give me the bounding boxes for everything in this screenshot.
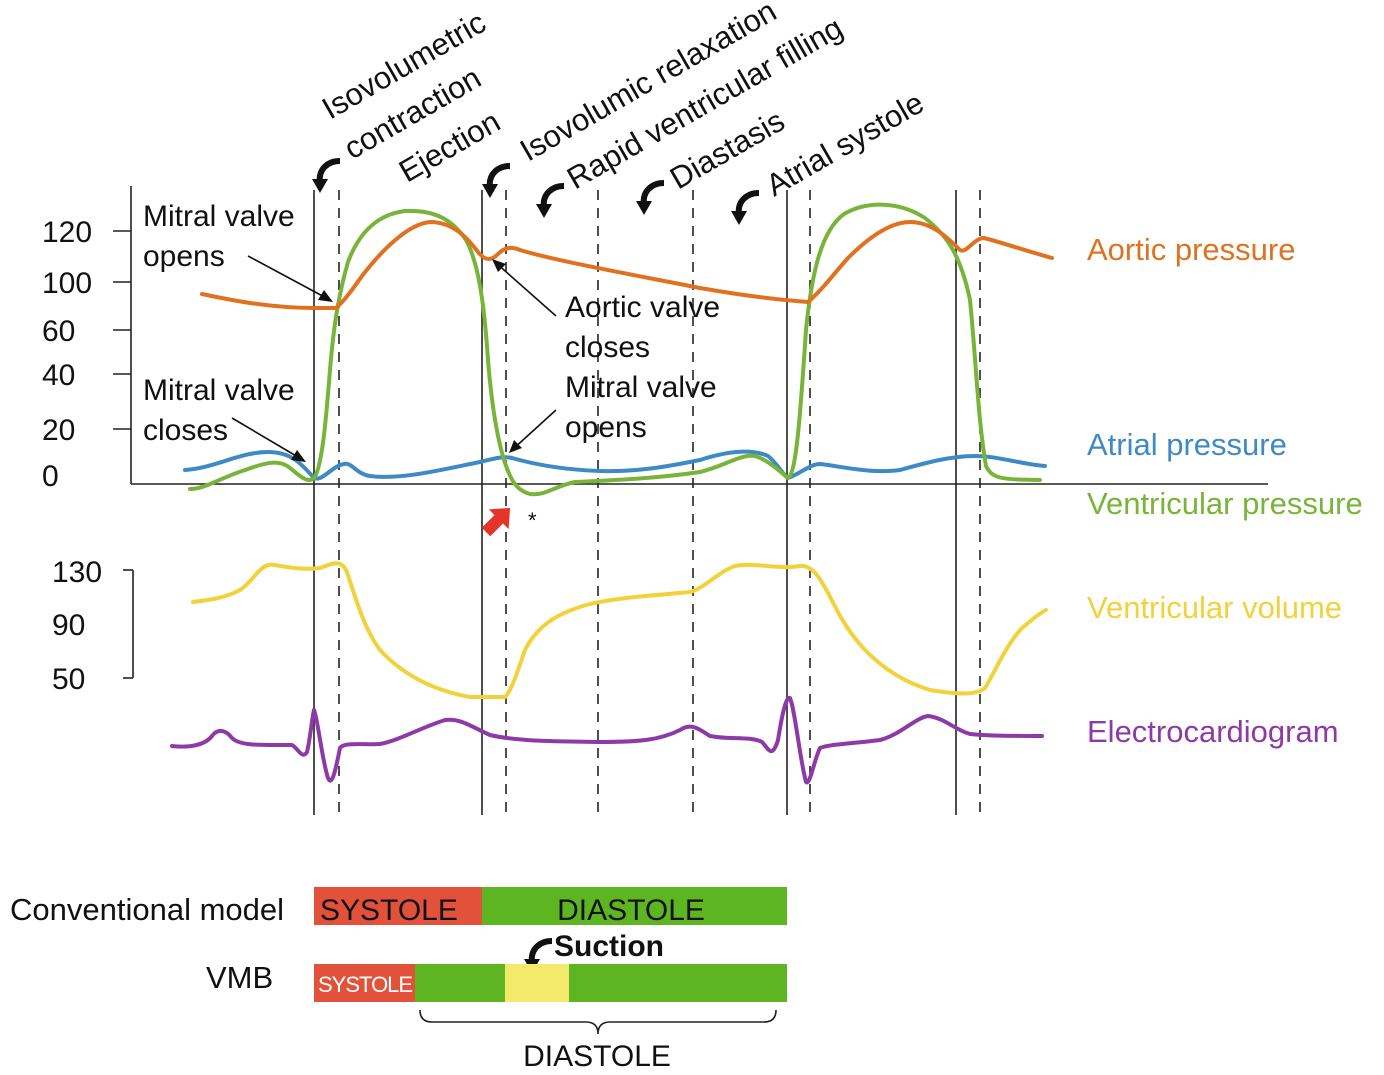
phase-dividers (313, 190, 981, 815)
volume-tick-labels: 130 90 50 (52, 556, 102, 696)
conventional-systole-segment (314, 887, 482, 925)
volume-tick-130: 130 (52, 556, 102, 589)
pressure-tick-40: 40 (42, 359, 75, 392)
curved-arrow-icon (536, 183, 565, 218)
pressure-tick-20: 20 (42, 414, 75, 447)
annotation-mitral-closes-line2: closes (143, 414, 228, 447)
annotation-mitral-opens-line2: opens (143, 240, 225, 273)
phase-arrows (312, 158, 760, 973)
vmb-systole-segment (314, 964, 415, 1002)
volume-axis (123, 569, 134, 679)
aortic-pressure-curve (200, 220, 1054, 310)
pressure-axis (113, 186, 1268, 485)
legend-ventricular-pressure: Ventricular pressure (1087, 486, 1363, 521)
conventional-model-label: Conventional model (10, 892, 284, 927)
diastole-bracket (419, 1009, 777, 1035)
pressure-tick-120: 120 (42, 216, 92, 249)
vmb-systole-text: SYSTOLE (318, 972, 412, 997)
annotation-mitral-closes-line1: Mitral valve (143, 374, 295, 407)
vmb-suction-text: Suction (554, 930, 664, 963)
annotation-mitral-opens-b-line2: opens (565, 411, 647, 444)
ventricular-pressure-curve (188, 202, 1042, 497)
ventricular-volume-curve (191, 561, 1048, 699)
atrial-pressure-curve (183, 449, 1047, 481)
vmb-diastole-text: DIASTOLE (523, 1040, 671, 1073)
conventional-diastole-segment (482, 887, 787, 925)
annotation-aortic-closes-line2: closes (565, 331, 650, 364)
annotation-mitral-opens-b-line1: Mitral valve (565, 371, 717, 404)
curved-arrow-icon (312, 158, 341, 193)
conventional-diastole-text: DIASTOLE (557, 894, 705, 927)
annotation-aortic-closes-line1: Aortic valve (565, 291, 720, 324)
legend: Aortic pressure Atrial pressure Ventricu… (1087, 232, 1363, 749)
red-arrow-icon (481, 507, 511, 537)
electrocardiogram-curve (170, 696, 1044, 785)
pressure-tick-100: 100 (42, 267, 92, 300)
conventional-systole-text: SYSTOLE (320, 894, 458, 927)
annotation-asterisk: * (528, 508, 537, 533)
conventional-model-bar: Conventional model SYSTOLE DIASTOLE (10, 887, 787, 927)
curved-arrow-icon (482, 163, 511, 198)
volume-tick-50: 50 (52, 663, 85, 696)
legend-ventricular-volume: Ventricular volume (1087, 590, 1342, 625)
curved-arrow-icon (636, 180, 665, 215)
annotation-pointers (231, 255, 557, 462)
annotations: Mitral valve opens Mitral valve closes A… (143, 200, 720, 533)
pressure-tick-0: 0 (42, 460, 59, 493)
legend-atrial-pressure: Atrial pressure (1087, 427, 1287, 462)
vmb-label: VMB (206, 960, 273, 995)
pressure-tick-labels: 120 100 60 40 20 0 (42, 216, 92, 493)
legend-electrocardiogram: Electrocardiogram (1087, 714, 1339, 749)
volume-tick-90: 90 (52, 609, 85, 642)
phase-label-atrial-systole: Atrial systole (760, 85, 930, 203)
curved-arrow-icon (731, 190, 760, 225)
vmb-diastole-segment (415, 964, 787, 1002)
pressure-tick-60: 60 (42, 315, 75, 348)
vmb-model-bar: VMB SYSTOLE Suction DIASTOLE (206, 930, 787, 1073)
vmb-suction-segment (505, 964, 569, 1002)
annotation-mitral-opens-line1: Mitral valve (143, 200, 295, 233)
legend-aortic-pressure: Aortic pressure (1087, 232, 1295, 267)
phase-labels: Isovolumetric contraction Ejection Isovo… (316, 0, 930, 203)
